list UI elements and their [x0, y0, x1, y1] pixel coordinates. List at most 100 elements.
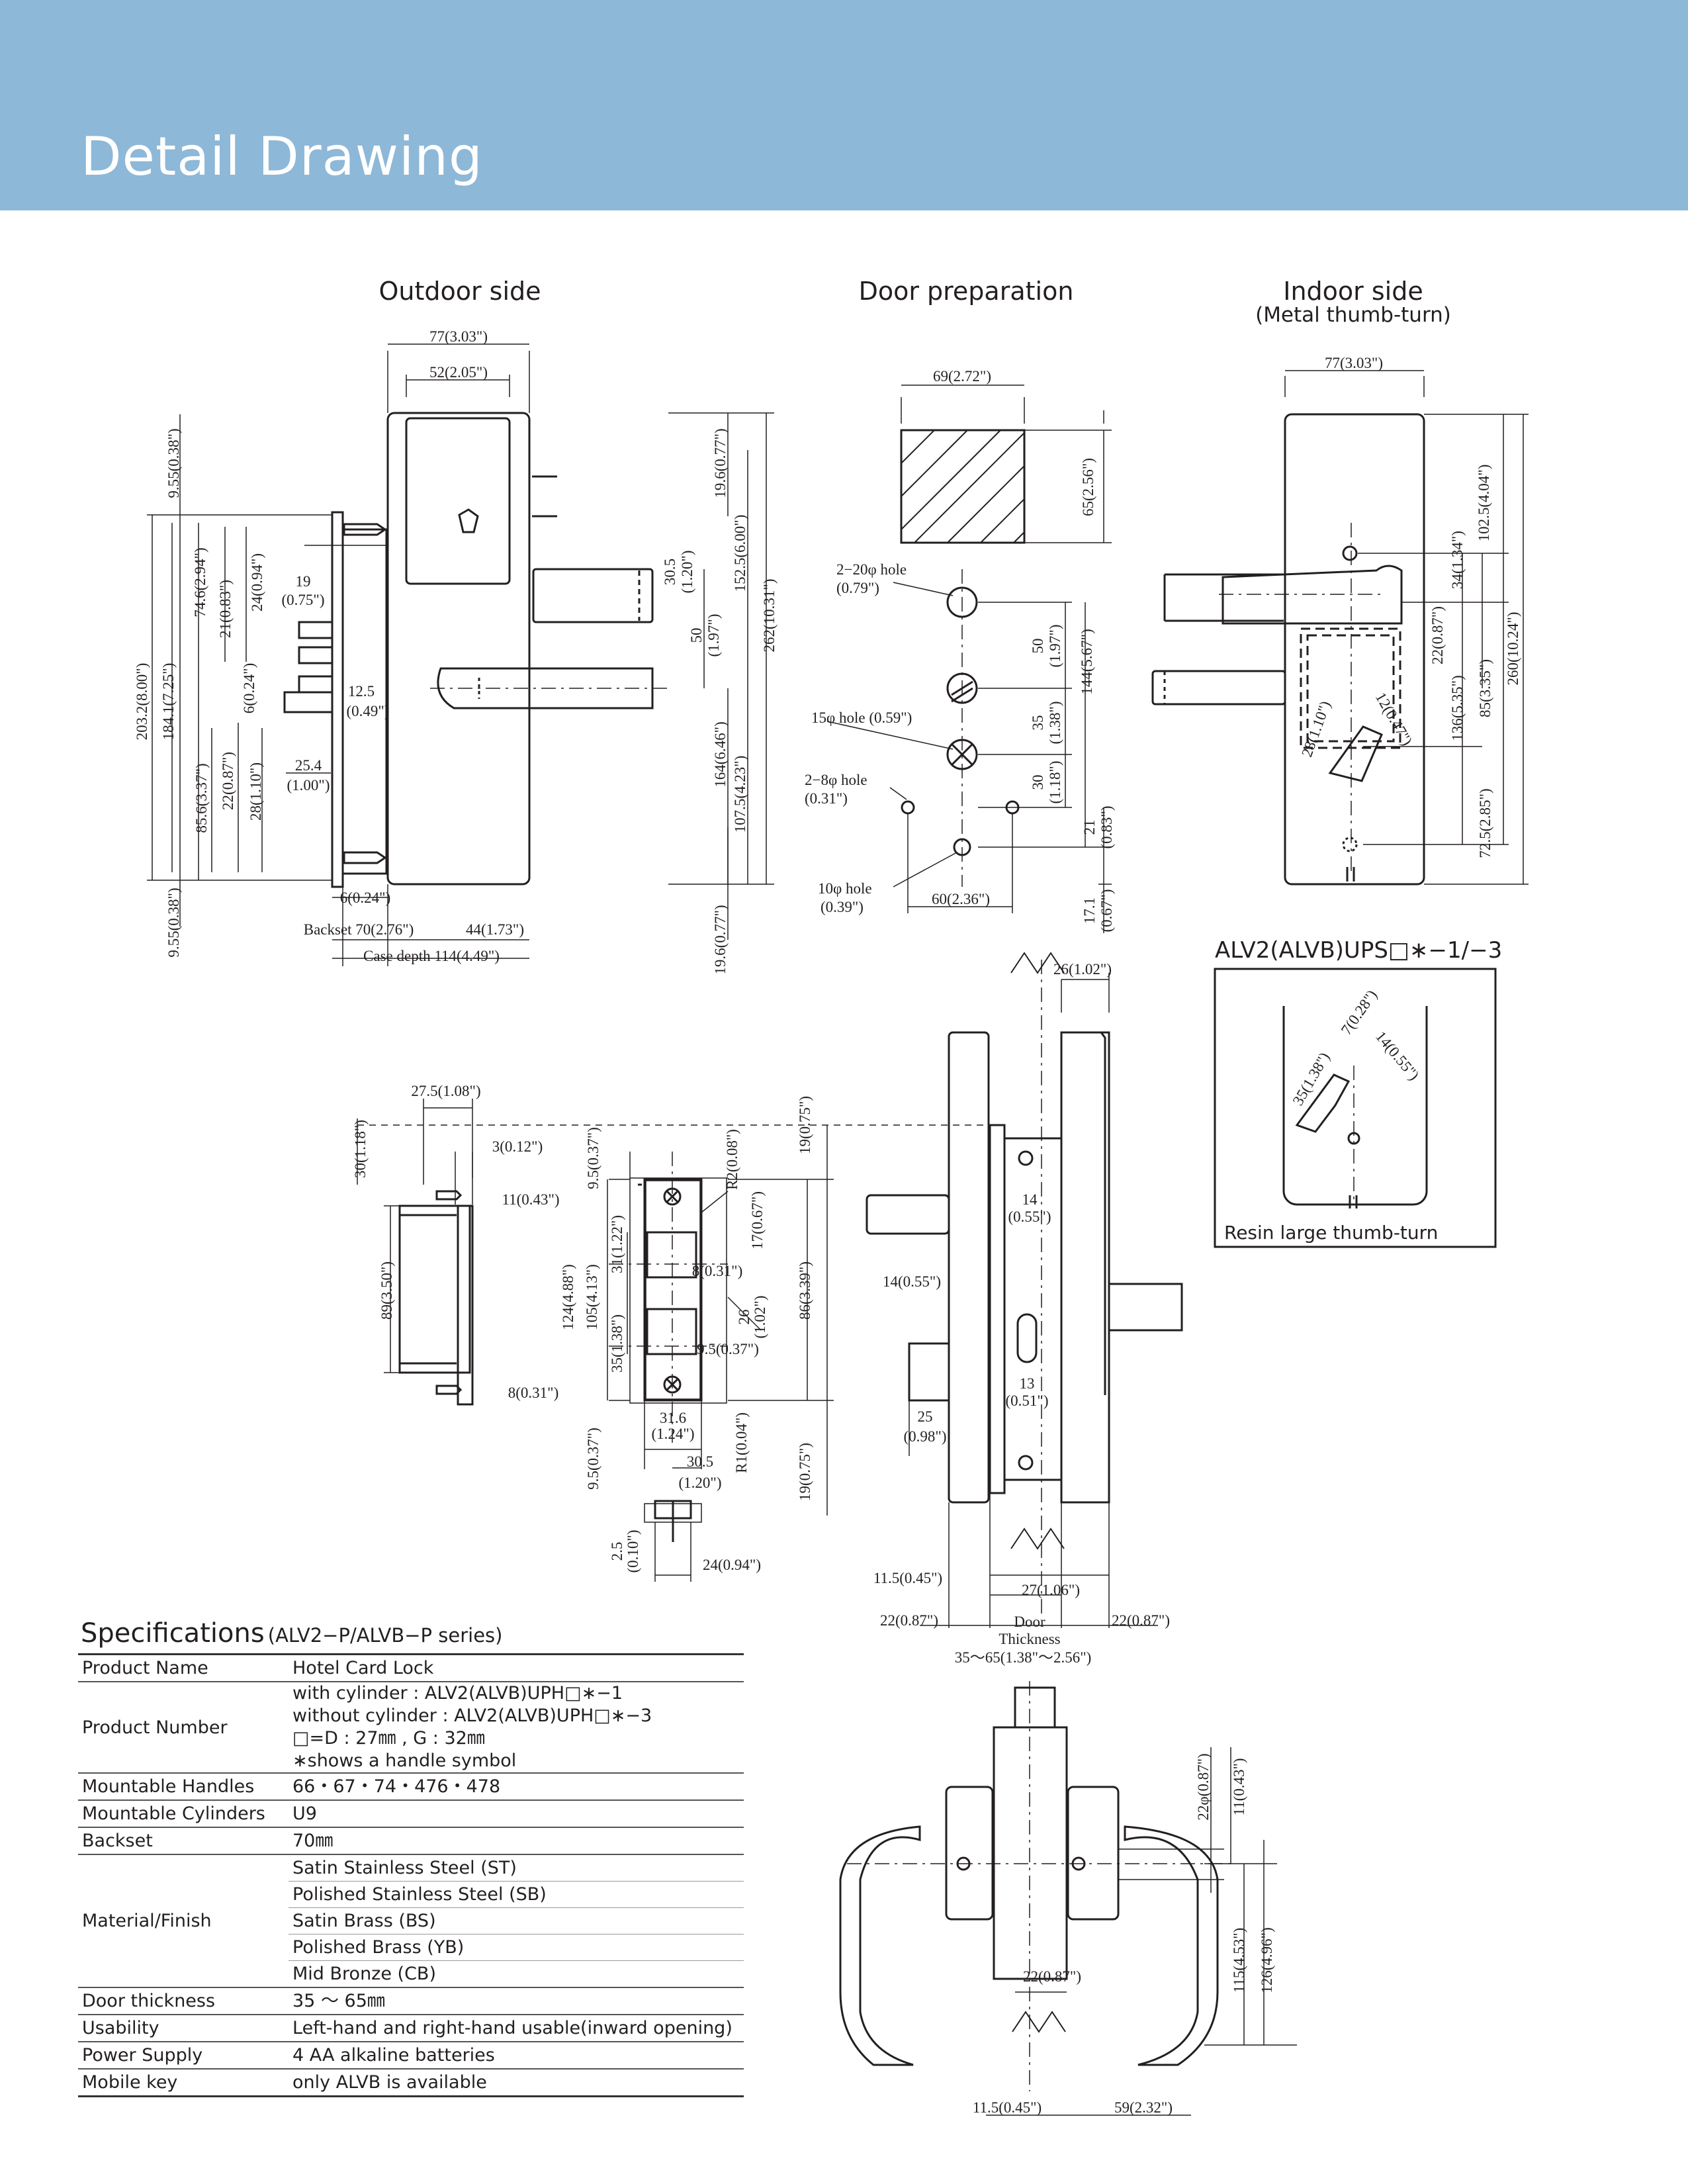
dim-label: 6(0.24")	[241, 663, 257, 713]
dim-label: 50	[688, 628, 705, 643]
spec-value: only ALVB is available	[289, 2069, 744, 2097]
dim-label: 14(0.55")	[1372, 1028, 1423, 1083]
spec-value: □=D : 27㎜ , G : 32㎜	[292, 1728, 485, 1749]
spec-value: Satin Stainless Steel (ST)	[289, 1854, 744, 1882]
dim-label: 11(0.43")	[1231, 1758, 1247, 1815]
spec-value: without cylinder : ALV2(ALVB)UPH□∗−3	[292, 1706, 652, 1726]
dim-label: 25	[918, 1408, 933, 1425]
spec-label: Mobile key	[78, 2069, 289, 2097]
spec-label: Backset	[78, 1827, 289, 1855]
page-title: Detail Drawing	[81, 126, 483, 187]
dim-label: (1.00")	[287, 777, 330, 794]
dim-label: 85.6(3.37")	[193, 763, 210, 833]
dim-label: 19.6(0.77")	[712, 428, 729, 498]
dim-label: 30	[1030, 775, 1046, 790]
indoor-side-title: Indoor side	[1283, 277, 1423, 306]
dim-label: 22(0.87")	[1112, 1612, 1170, 1629]
spec-row: Door thickness 35 〜 65㎜	[78, 1987, 744, 2015]
dim-label: 8(0.31")	[692, 1263, 742, 1279]
dim-label: 8(0.31")	[508, 1385, 558, 1401]
spec-row: Product Name Hotel Card Lock	[78, 1653, 744, 1682]
dim-label: 102.5(4.04")	[1476, 465, 1492, 542]
inset-caption: Resin large thumb-turn	[1224, 1222, 1439, 1244]
dim-label: 27.5(1.08")	[411, 1083, 480, 1099]
specifications-title: Specifications (ALV2−P/ALVB−P series)	[81, 1618, 502, 1649]
spec-value: Satin Brass (BS)	[289, 1907, 744, 1934]
dim-label: 34(1.34")	[1449, 531, 1466, 589]
door-preparation-drawing	[826, 385, 1112, 933]
dim-label: 86(3.39")	[797, 1261, 813, 1320]
dim-label: (0.10")	[625, 1530, 641, 1573]
dim-label: 22(0.87")	[1429, 606, 1446, 664]
spec-value: 35 〜 65㎜	[289, 1987, 744, 2015]
dim-label: 72.5(2.85")	[1477, 788, 1493, 858]
dim-label: 85(3.35")	[1477, 659, 1493, 717]
dim-label: 22φ(0.87")	[1195, 1753, 1212, 1820]
dim-label: 30(1.18")	[352, 1120, 369, 1178]
dim-label: 28(1.10")	[1298, 699, 1334, 759]
dim-label: 9.5(0.37")	[585, 1127, 601, 1189]
dim-label: 50	[1030, 639, 1046, 654]
spec-row: Polished Stainless Steel (SB)	[78, 1881, 744, 1908]
dim-label: (0.98")	[904, 1428, 947, 1445]
spec-value: Polished Stainless Steel (SB)	[289, 1881, 744, 1908]
spec-row: ∗shows a handle symbol	[78, 1750, 744, 1774]
dim-label: 19(0.75")	[797, 1443, 813, 1501]
dim-label: 35(1.38")	[609, 1314, 625, 1373]
dim-label: Case depth 114(4.49")	[363, 948, 500, 964]
spec-row: Polished Brass (YB)	[78, 1934, 744, 1961]
spec-value: 4 AA alkaline batteries	[289, 2042, 744, 2070]
dim-label: 25.4	[295, 757, 322, 774]
dim-label: 69(2.72")	[933, 368, 991, 385]
dim-label: (1.20")	[679, 1475, 722, 1491]
dim-label: 35(1.38")	[1290, 1050, 1333, 1109]
dim-label: 14	[1022, 1191, 1038, 1208]
lever-section	[839, 1681, 1297, 2116]
dim-label: 126(4.96")	[1259, 1927, 1275, 1993]
dim-label: Thickness	[999, 1631, 1060, 1647]
dim-label: 21	[1081, 820, 1098, 835]
spec-label: Product Number	[78, 1682, 289, 1774]
indoor-side-drawing	[1151, 370, 1529, 886]
dim-label: 52(2.05")	[429, 364, 488, 381]
dim-label: 77(3.03")	[1325, 355, 1383, 371]
spec-row: Product Number with cylinder : ALV2(ALVB…	[78, 1682, 744, 1774]
spec-value: Left-hand and right-hand usable(inward o…	[289, 2015, 744, 2042]
dim-label: 60(2.36")	[932, 891, 990, 907]
strike-side-profile	[357, 1099, 993, 1406]
spec-row: Backset 70㎜	[78, 1827, 744, 1855]
dim-label: 184.1(7.25")	[160, 663, 177, 741]
spec-row: Mountable Cylinders U9	[78, 1800, 744, 1828]
spec-row: Satin Brass (BS)	[78, 1907, 744, 1934]
dim-label: 59(2.32")	[1114, 2099, 1173, 2116]
inset-model-label: ALV2(ALVB)UPS□∗−1/−3	[1215, 937, 1503, 964]
outdoor-side-title: Outdoor side	[378, 277, 541, 306]
dim-label: 89(3.50")	[378, 1261, 395, 1320]
dim-label: 35〜65(1.38"〜2.56")	[955, 1649, 1092, 1666]
spec-label: Door thickness	[78, 1987, 289, 2015]
spec-title-main: Specifications	[81, 1618, 265, 1649]
dim-label: 35	[1030, 715, 1046, 731]
spec-row: Mid Bronze (CB)	[78, 1960, 744, 1988]
dim-label: 19	[296, 573, 311, 590]
dim-label: 27(1.06")	[1022, 1582, 1080, 1598]
spec-value: U9	[289, 1800, 744, 1828]
dim-label: 17(0.67")	[749, 1191, 766, 1250]
dim-label: 260(10.24")	[1505, 612, 1521, 686]
dim-label: 2−8φ hole	[805, 772, 867, 788]
dim-label: 19.6(0.77")	[712, 905, 729, 974]
dim-label: (1.97")	[705, 614, 722, 657]
dim-label: 22(0.87")	[220, 752, 236, 810]
spec-label: Usability	[78, 2015, 289, 2042]
spec-value: 70㎜	[289, 1827, 744, 1855]
dim-label: 9.55(0.38")	[165, 887, 182, 957]
spec-value: ∗shows a handle symbol	[289, 1750, 744, 1774]
header-banner	[0, 0, 1688, 210]
spec-row: Material/Finish Satin Stainless Steel (S…	[78, 1854, 744, 1988]
dim-label: 136(5.35")	[1449, 675, 1466, 741]
dim-label: Door	[1014, 1614, 1045, 1630]
dim-label: 24(0.94")	[249, 553, 265, 612]
outdoor-side-drawing	[147, 343, 774, 966]
dim-label: 31(1.22")	[609, 1215, 625, 1273]
dim-label: 77(3.03")	[429, 328, 488, 345]
